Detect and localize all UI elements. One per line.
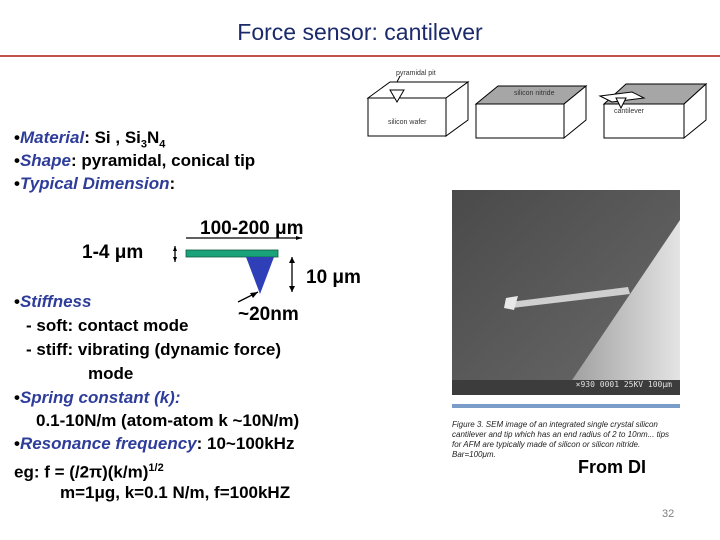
example-values: m=1μg, k=0.1 N/m, f=100kHZ bbox=[60, 483, 291, 502]
title-divider bbox=[0, 55, 720, 57]
tip-height-dimension: 10 μm bbox=[306, 267, 361, 288]
sem-scale-label: ×930 0001 25KV 100μm bbox=[575, 380, 672, 389]
sem-image: ×930 0001 25KV 100μm bbox=[452, 190, 680, 395]
pyramidal-pit-label: pyramidal pit bbox=[396, 70, 436, 77]
stiff-vibrating-mode: - stiff: vibrating (dynamic force) bbox=[26, 340, 282, 359]
material-bullet: •Material: Si , Si3N4 bbox=[14, 128, 166, 151]
frequency-equation: eg: f = (/2π)(k/m)1/2 bbox=[14, 462, 164, 482]
silicon-nitride-label: silicon nitride bbox=[514, 90, 555, 97]
nitride-block bbox=[474, 84, 588, 140]
page-number: 32 bbox=[662, 508, 675, 520]
silicon-wafer-label: silicon wafer bbox=[388, 119, 427, 126]
soft-contact-mode: - soft: contact mode bbox=[26, 316, 189, 335]
fabrication-diagram bbox=[366, 75, 708, 140]
stiffness-bullet: •Stiffness bbox=[14, 292, 92, 311]
shape-bullet: •Shape: pyramidal, conical tip bbox=[14, 151, 256, 170]
cantilever-label: cantilever bbox=[614, 108, 644, 115]
sem-cantilever-graphic bbox=[452, 190, 680, 395]
wafer-block bbox=[366, 75, 470, 137]
typical-dimension-bullet: •Typical Dimension: bbox=[14, 174, 176, 193]
length-dimension: 100-200 μm bbox=[200, 218, 304, 239]
sem-divider bbox=[452, 404, 680, 408]
slide-title: Force sensor: cantilever bbox=[237, 19, 483, 45]
tip-radius-dimension: ~20nm bbox=[238, 304, 299, 325]
spring-constant-bullet: •Spring constant (k): bbox=[14, 388, 181, 407]
resonance-frequency-bullet: •Resonance frequency: 10~100kHz bbox=[14, 434, 295, 453]
cantilever-block bbox=[598, 82, 708, 140]
source-credit: From DI bbox=[578, 457, 647, 477]
cantilever-diagram bbox=[173, 236, 302, 303]
spring-constant-value: 0.1-10N/m (atom-atom k ~10N/m) bbox=[36, 411, 300, 430]
thickness-dimension: 1-4 μm bbox=[82, 242, 144, 263]
stiff-mode-continuation: mode bbox=[88, 364, 134, 383]
sem-caption: Figure 3. SEM image of an integrated sin… bbox=[452, 420, 670, 459]
